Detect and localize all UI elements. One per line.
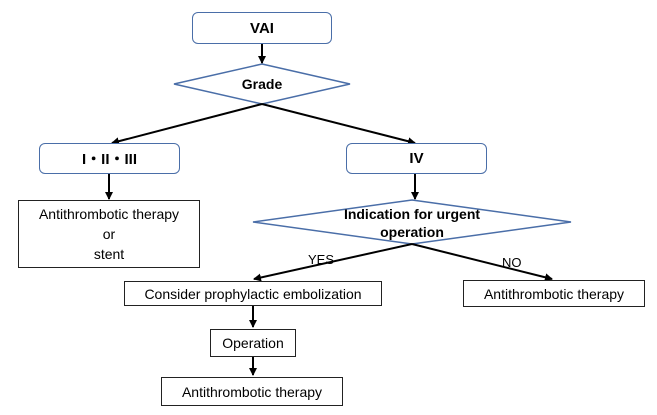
urgent-line-1: Indication for urgent: [343, 206, 481, 222]
arrow-urgent-no: [411, 243, 553, 282]
grade-iv-label: IV: [409, 150, 424, 167]
grade-low-box: I・II・III: [39, 143, 180, 174]
prophylactic-embolization-box: Consider prophylactic embolization: [124, 281, 382, 306]
vai-box: VAI: [192, 12, 332, 44]
arrow-grade-to-iv: [261, 103, 416, 146]
operation-label: Operation: [222, 335, 284, 351]
urgent-indication-label: Indication for urgent operation: [322, 205, 502, 241]
therapy-line-2: or: [102, 226, 116, 242]
urgent-line-2: operation: [380, 224, 444, 240]
vai-label: VAI: [250, 19, 274, 37]
arrow-grade-to-low: [111, 103, 263, 146]
antithrombotic-final-box: Antithrombotic therapy: [161, 377, 343, 406]
grade-iv-box: IV: [346, 143, 487, 174]
operation-box: Operation: [210, 329, 296, 357]
antithrombotic-no-label: Antithrombotic therapy: [483, 285, 625, 302]
antithrombotic-or-stent-box: Antithrombotic therapy or stent: [18, 200, 200, 268]
antithrombotic-no-box: Antithrombotic therapy: [463, 280, 645, 307]
embolization-label: Consider prophylactic embolization: [144, 285, 362, 302]
yes-label: YES: [308, 252, 335, 267]
no-label: NO: [502, 255, 522, 270]
arrow-urgent-yes: [253, 243, 413, 282]
therapy-line-1: Antithrombotic therapy: [38, 206, 180, 222]
therapy-line-3: stent: [93, 246, 125, 262]
grade-label: Grade: [241, 76, 283, 92]
antithrombotic-final-label: Antithrombotic therapy: [181, 383, 323, 400]
grade-low-label: I・II・III: [81, 151, 137, 168]
